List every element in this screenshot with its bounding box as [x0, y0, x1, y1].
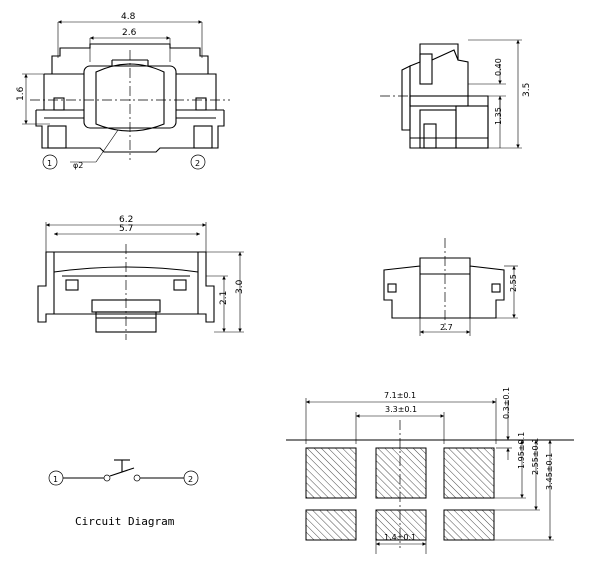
dim-2-1-label: 2.1 [219, 291, 229, 305]
dim-7-1-label: 7.1±0.1 [384, 391, 416, 400]
side-view: 3.5 0.40 1.35 [380, 39, 532, 149]
dim-1-6-label: 1.6 [16, 86, 26, 101]
pin-2-label: 2 [195, 159, 200, 168]
dim-1-35-label: 1.35 [494, 107, 503, 125]
dim-3-45-label: 3.45±0.1 [545, 453, 554, 490]
dim-2-6-label: 2.6 [122, 28, 137, 38]
dim-6-2-label: 6.2 [119, 215, 133, 225]
dim-0-40-label: 0.40 [494, 58, 503, 76]
dim-2-55-fp-label: 2.55±0.1 [531, 438, 540, 475]
circuit-diagram: 1 2 Circuit Diagram [48, 459, 199, 528]
dim-2-55-label: 2.55 [509, 274, 518, 292]
circuit-pin-2-label: 2 [188, 475, 193, 484]
dim-4-8-label: 4.8 [121, 12, 136, 22]
end-view: 2.55 2.7 [383, 238, 518, 336]
front-view: 6.2 5.7 3.0 2.1 [37, 215, 245, 340]
dim-3-0-label: 3.0 [235, 279, 245, 294]
dim-0-3-label: 0.3±0.1 [502, 387, 511, 419]
top-view: 4.8 2.6 1.6 φ2 [16, 12, 230, 170]
dim-1-95-label: 1.95±0.1 [517, 432, 526, 469]
dim-1-4-label: 1.4±0.1 [384, 533, 416, 542]
pin-1-label: 1 [47, 159, 52, 168]
dim-diameter-label: φ2 [73, 161, 83, 170]
dim-2-7-label: 2.7 [440, 323, 453, 332]
pcb-footprint: 7.1±0.1 3.3±0.1 0.3±0.1 1.95±0.1 2.55±0.… [286, 387, 574, 554]
circuit-pin-1-label: 1 [53, 475, 58, 484]
circuit-caption: Circuit Diagram [75, 515, 175, 528]
dim-3-3-label: 3.3±0.1 [385, 405, 417, 414]
dim-3-5-label: 3.5 [522, 83, 532, 97]
dim-5-7-label: 5.7 [119, 224, 133, 234]
